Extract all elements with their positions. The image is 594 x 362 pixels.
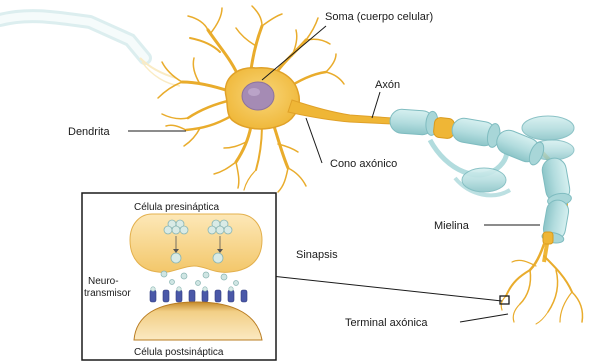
background-neuron-fragment <box>0 16 180 86</box>
label-dendrite: Dendrita <box>68 126 110 138</box>
inset-label-postsynaptic: Célula postsináptica <box>134 347 224 358</box>
soma-cell-body <box>225 68 299 129</box>
inset-label-neurotransmitter-2: transmisor <box>84 288 131 299</box>
label-axon-hillock: Cono axónico <box>330 158 397 170</box>
axon-terminals <box>501 244 582 324</box>
synapse-inset: Célula presináptica Neuro- transmisor Cé… <box>82 193 276 360</box>
label-soma: Soma (cuerpo celular) <box>325 11 433 23</box>
label-axon-terminal: Terminal axónica <box>345 317 428 329</box>
inset-label-neurotransmitter-1: Neuro- <box>88 276 119 287</box>
label-myelin: Mielina <box>434 220 470 232</box>
label-axon: Axón <box>375 79 400 91</box>
presynaptic-terminal <box>130 214 262 272</box>
label-synapse: Sinapsis <box>296 249 338 261</box>
nucleus <box>242 82 274 110</box>
inset-label-presynaptic: Célula presináptica <box>134 202 219 213</box>
myelin-sheath <box>389 108 574 262</box>
